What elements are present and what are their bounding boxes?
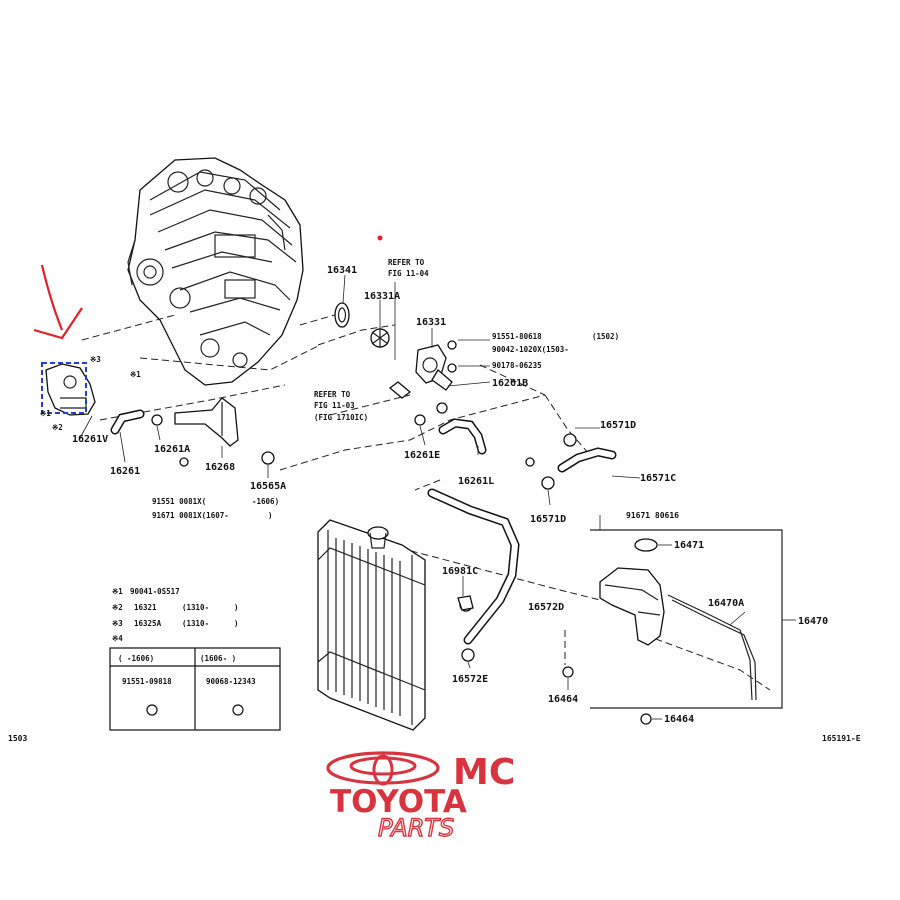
footer-left-code: 1503	[8, 734, 27, 743]
svg-text:(1310-: (1310-	[182, 619, 209, 628]
svg-text:16321: 16321	[134, 603, 157, 612]
legend-col2-part[interactable]: 90068-12343	[206, 677, 256, 686]
label-16261[interactable]: 16261	[110, 466, 140, 477]
part-labels: 16341 16331A 16331 16261V 16261 16261A 1…	[72, 265, 828, 725]
label-16565A[interactable]: 16565A	[250, 481, 286, 492]
svg-text:REFER TO: REFER TO	[314, 390, 351, 399]
bolt-icon	[146, 704, 158, 716]
svg-text:90178-06235: 90178-06235	[492, 361, 542, 370]
svg-text:16325A: 16325A	[134, 619, 162, 628]
label-16470A[interactable]: 16470A	[708, 598, 744, 609]
highlight-box	[41, 362, 87, 414]
engine-block	[127, 157, 304, 386]
label-16571D-top[interactable]: 16571D	[600, 420, 636, 431]
label-16268[interactable]: 16268	[205, 462, 235, 473]
reservoir-16470[interactable]	[599, 567, 665, 646]
hose-16571C[interactable]	[557, 447, 617, 473]
svg-text:※2: ※2	[52, 423, 63, 432]
logo-toyota: TOYOTA	[330, 784, 467, 820]
svg-text:-1606): -1606)	[252, 497, 279, 506]
svg-text:(1310-: (1310-	[182, 603, 209, 612]
svg-text:FIG 11-04: FIG 11-04	[388, 269, 429, 278]
label-16331A[interactable]: 16331A	[364, 291, 400, 302]
svg-text:REFER TO: REFER TO	[388, 258, 425, 267]
label-16572E[interactable]: 16572E	[452, 674, 488, 685]
bolts-upper	[436, 340, 457, 414]
svg-text:FIG 11-03: FIG 11-03	[314, 401, 355, 410]
bolt-16464	[562, 666, 652, 725]
logo-parts: PARTS	[378, 814, 454, 842]
svg-text:※4: ※4	[112, 634, 123, 643]
svg-text:): )	[234, 619, 239, 628]
red-arrow-icon	[33, 264, 83, 340]
callout-notes: REFER TO FIG 11-04 REFER TO FIG 11-03 (F…	[40, 258, 619, 520]
svg-text:90042-1020X(1503-: 90042-1020X(1503-	[492, 345, 569, 354]
svg-text:(1502): (1502)	[592, 332, 619, 341]
label-16571D-bottom[interactable]: 16571D	[530, 514, 566, 525]
hose-16572D[interactable]	[427, 488, 520, 645]
reservoir-cap-16471[interactable]	[634, 538, 658, 552]
label-16471[interactable]: 16471	[674, 540, 704, 551]
legend-col2-head: (1606- )	[200, 654, 236, 663]
svg-text:91671 0081X(1607-: 91671 0081X(1607-	[152, 511, 229, 520]
hose-16261L[interactable]	[438, 418, 487, 455]
label-91671-80616[interactable]: 91671 80616	[626, 511, 679, 520]
legend-col1-part[interactable]: 91551-09818	[122, 677, 172, 686]
svg-text:※3: ※3	[112, 619, 123, 628]
thermostat-16331A[interactable]	[370, 328, 390, 348]
label-16981C[interactable]: 16981C	[442, 566, 478, 577]
reservoir-hose-16470A[interactable]	[667, 594, 757, 701]
omc-toyota-parts-logo: MC TOYOTA PARTS	[326, 751, 515, 843]
label-16261E[interactable]: 16261E	[404, 450, 440, 461]
red-dot	[377, 235, 383, 241]
label-16261V[interactable]: 16261V	[72, 434, 108, 445]
drain-cock-16981C[interactable]	[457, 595, 474, 611]
svg-text:91551 0081X(: 91551 0081X(	[152, 497, 206, 506]
svg-text:※1: ※1	[40, 409, 51, 418]
pipe-refer-11-03[interactable]	[388, 381, 412, 399]
label-16331[interactable]: 16331	[416, 317, 446, 328]
svg-text:※1: ※1	[112, 587, 123, 596]
svg-text:): )	[268, 511, 273, 520]
svg-text:※2: ※2	[112, 603, 123, 612]
svg-text:※1: ※1	[130, 370, 141, 379]
svg-text:90041-0S517: 90041-0S517	[130, 587, 180, 596]
label-16341[interactable]: 16341	[327, 265, 357, 276]
label-16572D[interactable]: 16572D	[528, 602, 564, 613]
water-inlet-16331[interactable]	[415, 344, 453, 391]
thermostat-gasket-16341[interactable]	[334, 302, 350, 328]
legend-col1-head: ( -1606)	[118, 654, 154, 663]
label-16261B[interactable]: 16261B	[492, 378, 528, 389]
label-16470[interactable]: 16470	[798, 616, 828, 627]
legend: ※1 90041-0S517 ※2 16321 (1310- ) ※3 1632…	[109, 587, 281, 731]
toyota-emblem-icon	[326, 751, 440, 786]
label-16464-left[interactable]: 16464	[548, 694, 578, 705]
hose-16261V[interactable]	[110, 409, 145, 435]
label-16261L[interactable]: 16261L	[458, 476, 494, 487]
svg-text:): )	[234, 603, 239, 612]
leader-lines	[79, 274, 796, 720]
svg-text:※3: ※3	[90, 355, 101, 364]
label-16261A[interactable]: 16261A	[154, 444, 190, 455]
label-16571C[interactable]: 16571C	[640, 473, 676, 484]
label-16464-right[interactable]: 16464	[664, 714, 694, 725]
dashed-leaders	[81, 311, 771, 691]
logo-mc: MC	[453, 752, 515, 793]
svg-text:(FIG 1710IC): (FIG 1710IC)	[314, 413, 368, 422]
svg-text:91551-80618: 91551-80618	[492, 332, 542, 341]
water-outlet-assembly[interactable]	[41, 362, 96, 416]
bypass-pipe-16268[interactable]	[174, 397, 239, 447]
reservoir-bracket-box	[590, 529, 783, 709]
radiator[interactable]	[317, 519, 426, 731]
footer-right-code: 165191-E	[822, 734, 861, 743]
bolt-icon	[232, 704, 244, 716]
